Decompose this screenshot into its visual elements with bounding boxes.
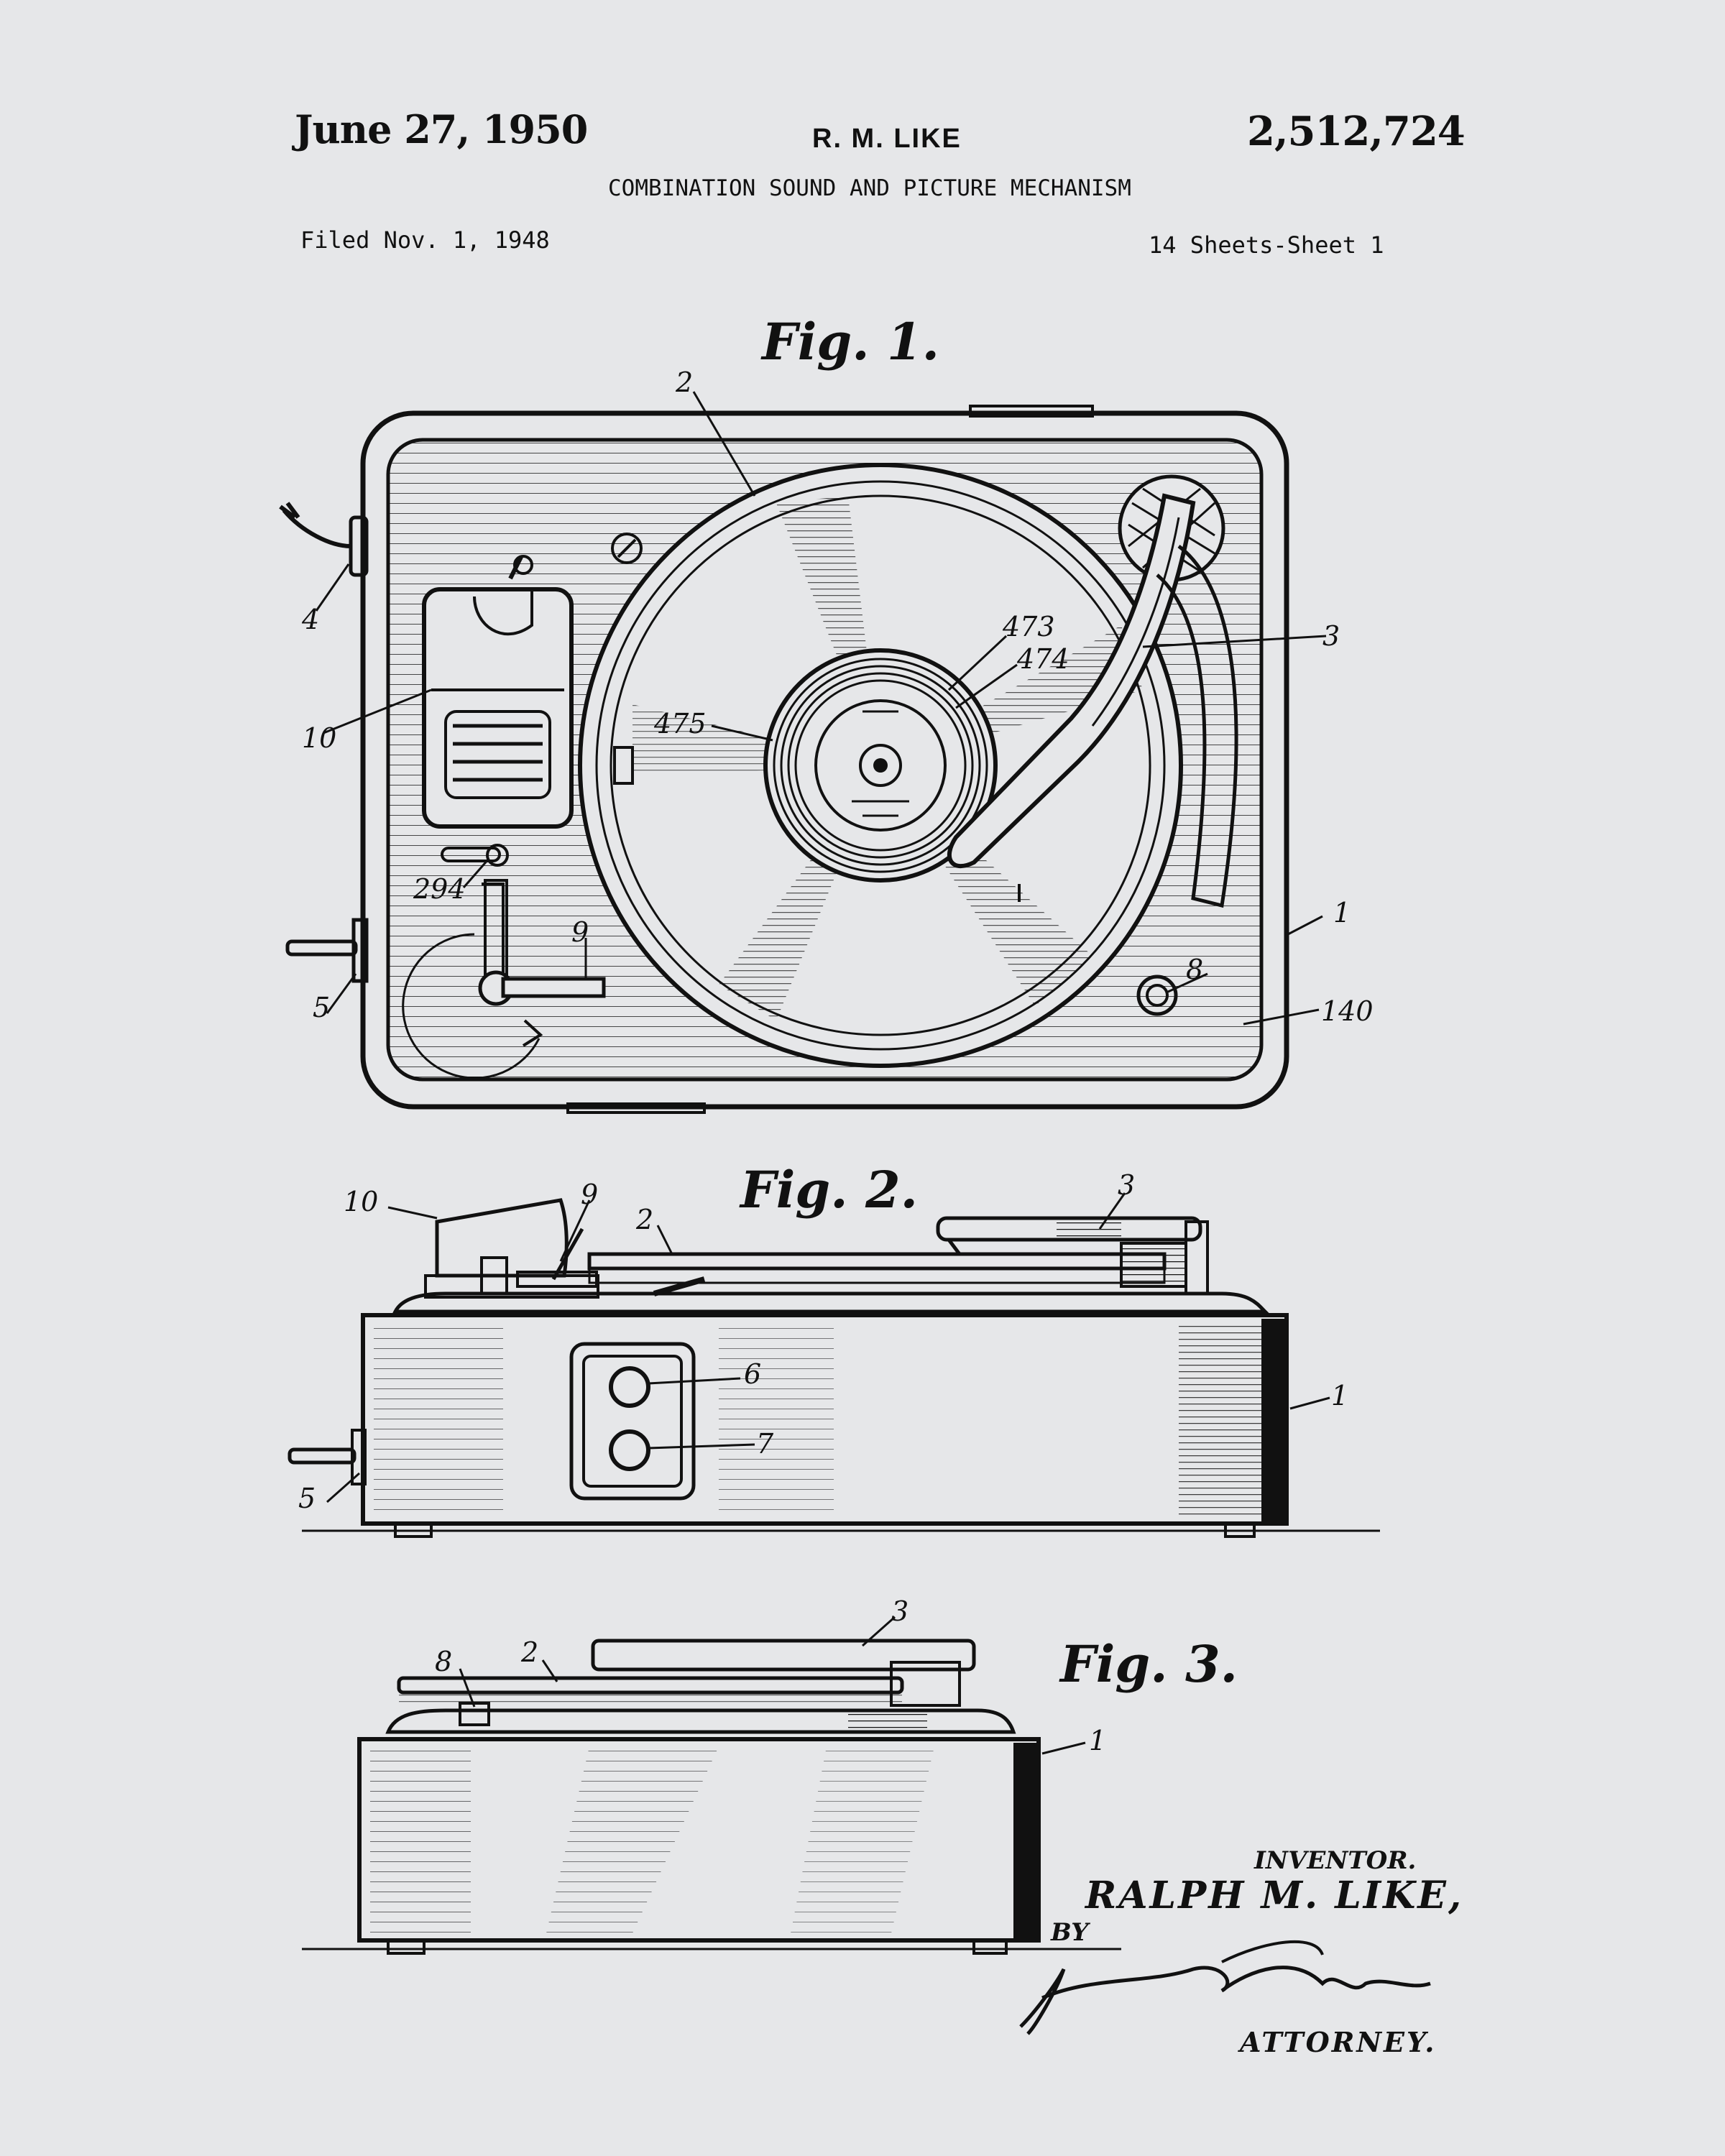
knob-7	[609, 1429, 650, 1471]
tonearm	[947, 493, 1196, 868]
fig1-label-2: 2	[675, 367, 693, 398]
fig3-label-3: 3	[891, 1595, 908, 1627]
tonearm-side-3	[591, 1639, 976, 1672]
fig1-label-475: 475	[653, 708, 707, 740]
fig1-label-473: 473	[1002, 611, 1055, 642]
fig1-label-9: 9	[571, 916, 589, 948]
fig1-label-10: 10	[302, 722, 336, 754]
inventor-label: INVENTOR.	[1254, 1846, 1416, 1875]
by-label: BY	[1050, 1918, 1090, 1947]
fig2-label-2: 2	[635, 1204, 653, 1235]
fig3-label-8: 8	[435, 1646, 452, 1677]
signature-block: INVENTOR. RALPH M. LIKE, BY ATTORNEY.	[1019, 1846, 1463, 2058]
fig2-front-view: Fig. 2.	[288, 1160, 1380, 1538]
fig2-caption: Fig. 2.	[739, 1160, 918, 1220]
fig1-label-474: 474	[1016, 643, 1070, 675]
patent-title: COMBINATION SOUND AND PICTURE MECHANISM	[608, 175, 1131, 201]
arm-rest	[1156, 545, 1238, 908]
fig3-side-view: Fig. 3. 8 2 3 1	[302, 1595, 1238, 1955]
fig1-top-view: Fig. 1.	[279, 312, 1374, 1114]
fig2-label-9: 9	[581, 1179, 598, 1210]
fig3-label-1: 1	[1089, 1725, 1106, 1756]
fig3-label-2: 2	[520, 1636, 538, 1668]
fig2-label-3: 3	[1118, 1169, 1135, 1201]
fig2-label-7: 7	[756, 1428, 774, 1460]
inventor-heading: R. M. LIKE	[812, 124, 962, 154]
fig1-label-294: 294	[413, 873, 466, 905]
fig1-label-4: 4	[301, 604, 319, 635]
cabinet-outer	[360, 410, 1289, 1110]
fig3-caption: Fig. 3.	[1059, 1634, 1238, 1694]
patent-number: 2,512,724	[1247, 108, 1466, 155]
attorney-label: ATTORNEY.	[1238, 2026, 1436, 2058]
fig2-label-5: 5	[298, 1483, 316, 1514]
attorney-signature	[1019, 1966, 1431, 2035]
platter-side-3	[397, 1676, 904, 1695]
filed-date: Filed Nov. 1, 1948	[300, 226, 550, 254]
patent-date: June 27, 1950	[295, 106, 588, 152]
inventor-name: RALPH M. LIKE,	[1084, 1874, 1463, 1917]
fig1-label-140: 140	[1321, 995, 1374, 1027]
speaker-housing	[422, 587, 574, 829]
platter-side	[587, 1252, 1167, 1271]
fig2-label-6: 6	[744, 1358, 761, 1390]
sheet-count: 14 Sheets-Sheet 1	[1149, 231, 1384, 259]
fig1-label-8: 8	[1186, 954, 1203, 985]
fig1-label-5: 5	[313, 992, 330, 1023]
speaker-housing-side	[435, 1198, 569, 1278]
knob-6	[609, 1366, 650, 1408]
fig1-caption: Fig. 1.	[760, 312, 939, 372]
fig2-label-10: 10	[344, 1186, 378, 1217]
fig1-label-3: 3	[1322, 620, 1340, 652]
fig2-label-1: 1	[1331, 1380, 1348, 1411]
fig1-label-1: 1	[1333, 897, 1351, 929]
